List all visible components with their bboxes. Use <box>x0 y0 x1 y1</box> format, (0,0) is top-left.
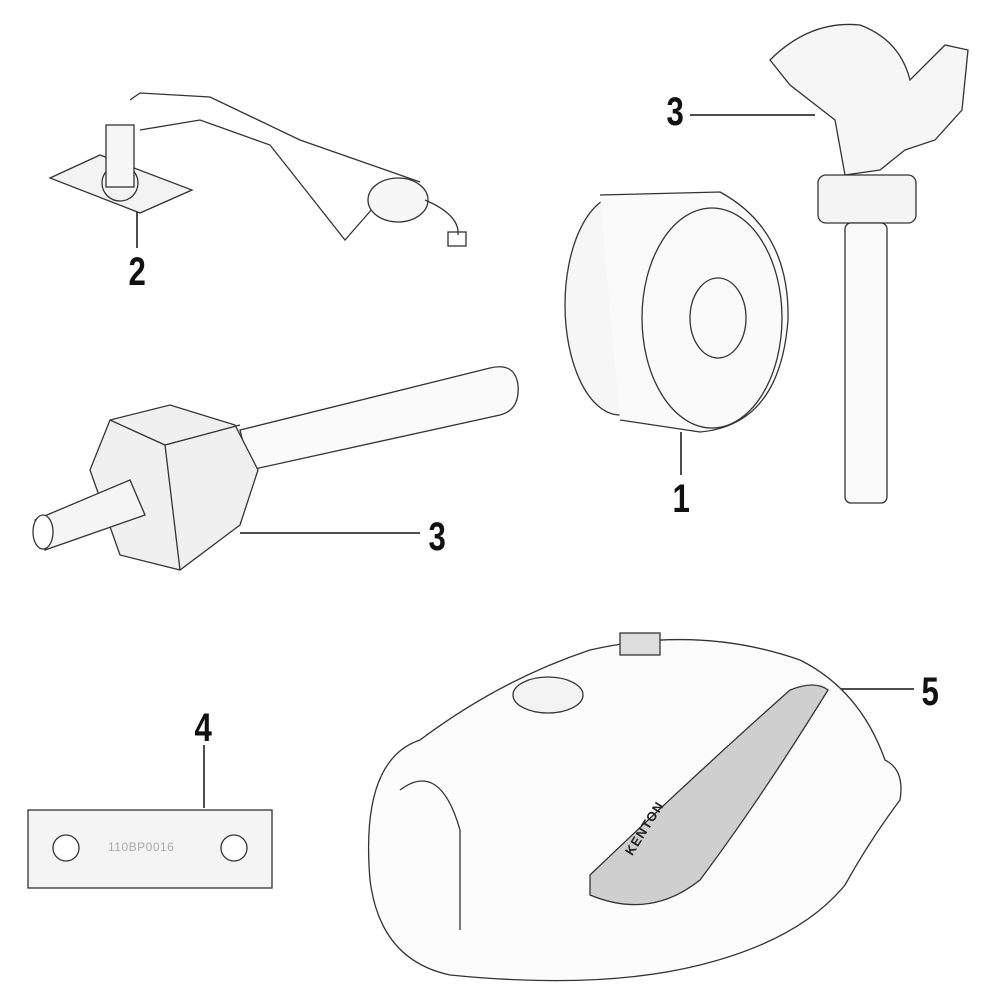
callout-5: 5 <box>921 670 939 714</box>
callout-3-mid: 3 <box>428 515 446 559</box>
mounting-plate-drawing <box>27 809 273 889</box>
callout-4: 4 <box>194 706 212 750</box>
callout-1: 1 <box>672 477 690 521</box>
callout-3-top: 3 <box>666 90 684 134</box>
fuel-petcock-drawing <box>769 23 969 504</box>
fuel-valve-fitting-drawing <box>32 366 519 571</box>
callout-2: 2 <box>128 250 146 294</box>
plate-stamp-text: 110BP0016 <box>108 840 175 854</box>
fuel-tank-drawing <box>367 632 902 982</box>
fuel-level-sensor-drawing <box>48 92 467 247</box>
fuel-cap-drawing <box>564 191 789 433</box>
